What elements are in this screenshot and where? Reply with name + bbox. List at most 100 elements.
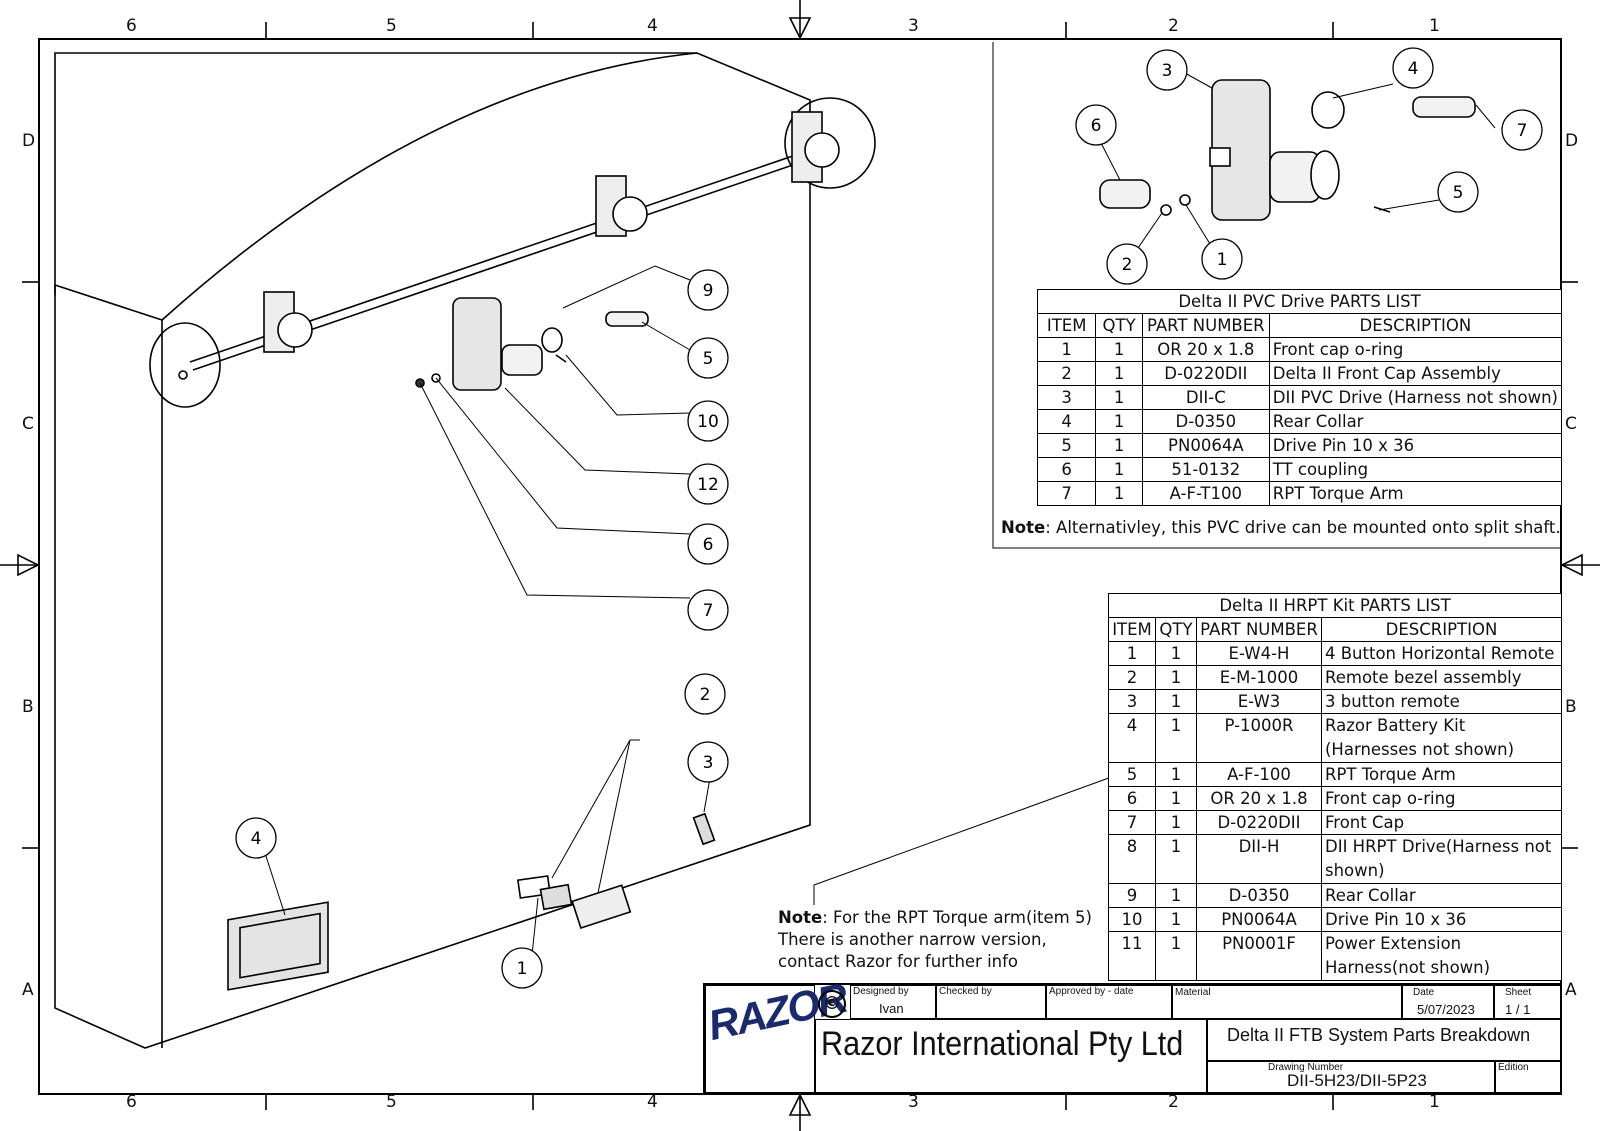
zone-col-bottom-1: 1 xyxy=(1429,1092,1440,1112)
main-balloon-label-3: 12 xyxy=(697,475,719,495)
item-cell: 2 xyxy=(1108,665,1156,690)
zone-row-right-A: A xyxy=(1565,980,1577,1000)
item-cell: 8 xyxy=(1108,834,1156,884)
part-number-cell: DII-C xyxy=(1141,385,1270,410)
sheet-value: 1 / 1 xyxy=(1505,1002,1531,1017)
pvc-note: Note: Alternativley, this PVC drive can … xyxy=(1001,517,1561,539)
material-label: Material xyxy=(1175,987,1211,998)
balloon-6 xyxy=(687,523,729,565)
item-cell: 3 xyxy=(1036,385,1097,410)
hrpt-note-text-1: : For the RPT Torque arm(item 5) xyxy=(822,908,1092,927)
main-balloon-labels: 9 5 10 12 6 7 2 3 4 1 xyxy=(251,281,719,979)
pvc-note-text: : Alternativley, this PVC drive can be m… xyxy=(1045,518,1561,537)
description-cell: Remote bezel assembly xyxy=(1321,665,1562,690)
qty-cell: 1 xyxy=(1155,907,1197,932)
description-cell: Front Cap xyxy=(1321,810,1562,835)
part-number-cell: E-W4-H xyxy=(1196,641,1322,666)
part-number-cell: D-0220DII xyxy=(1196,810,1322,835)
detail-view-border xyxy=(992,42,1562,549)
description-cell: RPT Torque Arm xyxy=(1268,481,1563,506)
description-cell: TT coupling xyxy=(1268,457,1563,482)
zone-col-bottom-3: 3 xyxy=(908,1092,919,1112)
detail-balloon-label-1: 4 xyxy=(1408,59,1419,79)
item-cell: 10 xyxy=(1108,907,1156,932)
hrpt-note-line-2: There is another narrow version, xyxy=(778,930,1047,949)
part-number-cell: OR 20 x 1.8 xyxy=(1141,337,1270,362)
balloon-2 xyxy=(684,673,726,715)
balloon-7 xyxy=(687,589,729,631)
main-balloon-label-6: 2 xyxy=(700,685,711,705)
hrpt-note: Note: For the RPT Torque arm(item 5) The… xyxy=(778,907,1118,973)
main-balloon-label-8: 4 xyxy=(251,829,262,849)
description-cell: Front cap o-ring xyxy=(1268,337,1563,362)
part-number-cell: 51-0132 xyxy=(1141,457,1270,482)
zone-row-left-C: C xyxy=(22,414,34,434)
detail-balloon-label-3: 7 xyxy=(1517,121,1528,141)
header-qty: QTY xyxy=(1095,313,1143,338)
pvc-note-label: Note xyxy=(1001,518,1046,537)
material-cell: Material xyxy=(1172,985,1402,1019)
description-cell: Drive Pin 10 x 36 xyxy=(1268,433,1563,458)
part-number-cell: D-0350 xyxy=(1196,883,1322,908)
description-cell: Razor Battery Kit (Harnesses not shown) xyxy=(1321,713,1562,763)
edition-cell: Edition xyxy=(1495,1061,1562,1093)
item-cell: 9 xyxy=(1108,883,1156,908)
part-number-cell: A-F-T100 xyxy=(1141,481,1270,506)
part-number-cell: PN0064A xyxy=(1196,907,1322,932)
qty-cell: 1 xyxy=(1155,931,1197,981)
approved-by-cell: Approved by - date xyxy=(1046,985,1172,1019)
zone-row-right-C: C xyxy=(1565,414,1577,434)
part-number-cell: A-F-100 xyxy=(1196,762,1322,787)
main-balloon-label-0: 9 xyxy=(703,281,714,301)
main-balloon-label-1: 5 xyxy=(703,349,714,369)
zone-col-bottom-5: 5 xyxy=(386,1092,397,1112)
qty-cell: 1 xyxy=(1095,457,1143,482)
zone-col-bottom-4: 4 xyxy=(647,1092,658,1112)
main-balloon-label-4: 6 xyxy=(703,535,714,555)
remote-parts xyxy=(516,812,716,929)
main-leaders xyxy=(264,265,1118,956)
part-number-cell: DII-H xyxy=(1196,834,1322,884)
description-cell: 3 button remote xyxy=(1321,689,1562,714)
zone-row-right-B: B xyxy=(1565,697,1577,717)
company-cell xyxy=(815,1019,1207,1093)
designed-by-label: Designed by xyxy=(853,986,909,997)
part-number-cell: PN0001F xyxy=(1196,931,1322,981)
zone-col-bottom-6: 6 xyxy=(126,1092,137,1112)
item-cell: 4 xyxy=(1108,713,1156,763)
qty-cell: 1 xyxy=(1155,665,1197,690)
title-block: RAZOR © Designed by Ivan Checked by Appr… xyxy=(703,974,1562,1095)
drawing-number: DII-5H23/DII-5P23 xyxy=(1287,1071,1427,1090)
zone-col-top-1: 1 xyxy=(1429,16,1440,36)
header-description: DESCRIPTION xyxy=(1268,313,1563,338)
pvc-detail-assembly xyxy=(1099,79,1476,221)
qty-cell: 1 xyxy=(1155,762,1197,787)
description-cell: Power Extension Harness(not shown) xyxy=(1321,931,1562,981)
zone-col-bottom-2: 2 xyxy=(1168,1092,1179,1112)
part-number-cell: E-W3 xyxy=(1196,689,1322,714)
qty-cell: 1 xyxy=(1095,385,1143,410)
description-cell: Rear Collar xyxy=(1321,883,1562,908)
description-cell: RPT Torque Arm xyxy=(1321,762,1562,787)
balloon-3 xyxy=(687,741,729,783)
description-cell: Drive Pin 10 x 36 xyxy=(1321,907,1562,932)
main-balloon-label-7: 3 xyxy=(703,753,714,773)
hrpt-note-line-3: contact Razor for further info xyxy=(778,952,1019,971)
part-number-cell: PN0064A xyxy=(1141,433,1270,458)
detail-balloon-labels: 3 4 6 7 5 2 1 xyxy=(1091,59,1528,275)
balloon-10 xyxy=(687,400,729,442)
zone-row-left-A: A xyxy=(22,980,34,1000)
item-cell: 5 xyxy=(1108,762,1156,787)
